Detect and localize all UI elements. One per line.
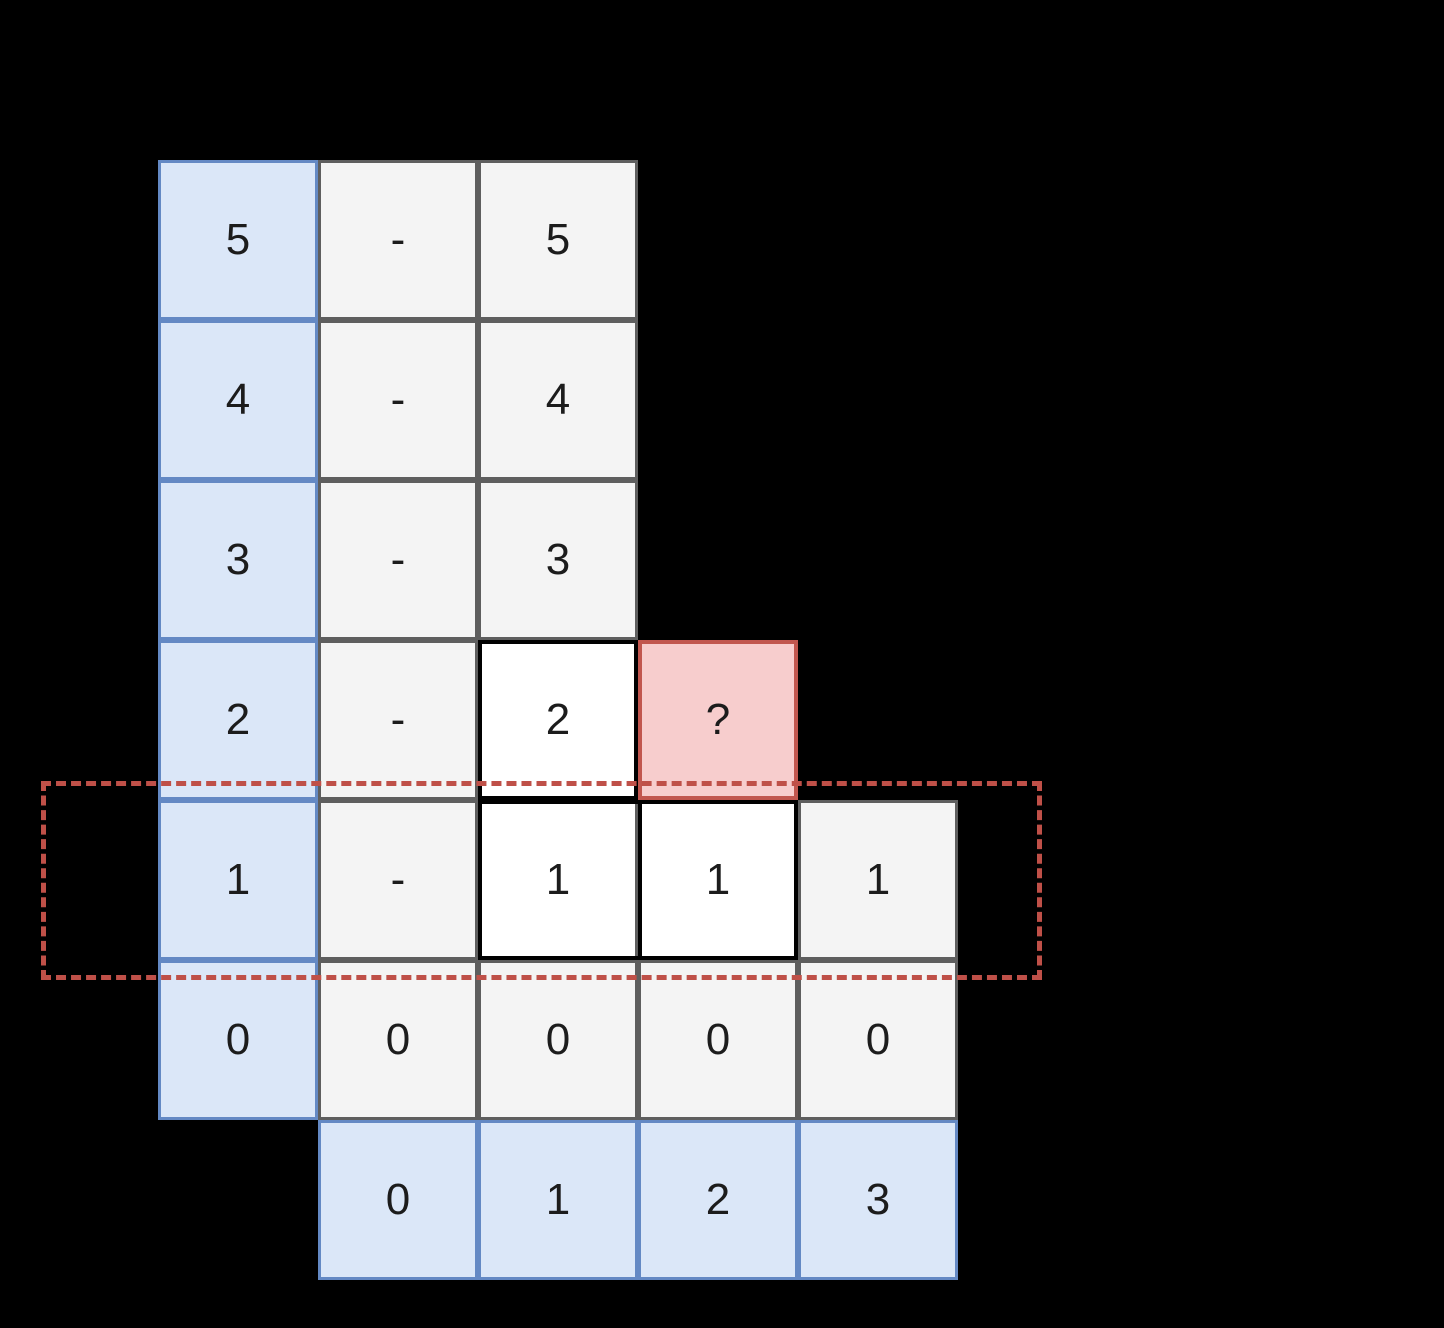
cell-value: 0 [545,1015,571,1064]
cell-value: - [390,535,406,584]
row-header-5-label: 5 [225,215,251,264]
col-header-3-label: 3 [865,1175,891,1224]
cell-value: 1 [545,855,571,904]
table-cell-r0-c3[interactable]: 0 [798,960,958,1120]
table-cell-r5-c0[interactable]: - [318,160,478,320]
col-header-0-label: 0 [385,1175,411,1224]
col-header-0[interactable]: 0 [318,1120,478,1280]
table-cell-r1-c0[interactable]: - [318,800,478,960]
row-header-3-label: 3 [225,535,251,584]
table-cell-r3-c1[interactable]: 3 [478,480,638,640]
row-header-5[interactable]: 5 [158,160,318,320]
table-cell-r2-c0[interactable]: - [318,640,478,800]
cell-value: 0 [865,1015,891,1064]
row-header-3[interactable]: 3 [158,480,318,640]
col-header-1-label: 1 [545,1175,571,1224]
cell-value: 0 [385,1015,411,1064]
row-header-4-label: 4 [225,375,251,424]
table-cell-r1-c2[interactable]: 1 [638,800,798,960]
table-cell-r1-c1[interactable]: 1 [478,800,638,960]
table-cell-r4-c0[interactable]: - [318,320,478,480]
target-cell-r2-c2[interactable]: ? [638,640,798,800]
col-header-2[interactable]: 2 [638,1120,798,1280]
row-header-2[interactable]: 2 [158,640,318,800]
table-cell-r5-c1[interactable]: 5 [478,160,638,320]
row-header-0-label: 0 [225,1015,251,1064]
col-header-1[interactable]: 1 [478,1120,638,1280]
row-header-1-label: 1 [225,855,251,904]
table-cell-r0-c1[interactable]: 0 [478,960,638,1120]
cell-value: 5 [545,215,571,264]
row-header-4[interactable]: 4 [158,320,318,480]
row-header-2-label: 2 [225,695,251,744]
table-cell-r1-c3[interactable]: 1 [798,800,958,960]
cell-value: - [390,215,406,264]
row-header-0[interactable]: 0 [158,960,318,1120]
cell-value: 2 [545,695,571,744]
cell-value: 0 [705,1015,731,1064]
cell-value: 3 [545,535,571,584]
row-header-1[interactable]: 1 [158,800,318,960]
col-header-2-label: 2 [705,1175,731,1224]
cell-value: ? [705,695,731,744]
table-cell-r4-c1[interactable]: 4 [478,320,638,480]
cell-value: 1 [705,855,731,904]
table-cell-r0-c0[interactable]: 0 [318,960,478,1120]
cell-value: - [390,855,406,904]
col-header-3[interactable]: 3 [798,1120,958,1280]
cell-value: - [390,695,406,744]
cell-value: 1 [865,855,891,904]
cell-value: - [390,375,406,424]
table-cell-r3-c0[interactable]: - [318,480,478,640]
table-cell-r0-c2[interactable]: 0 [638,960,798,1120]
cell-value: 4 [545,375,571,424]
table-cell-r2-c1[interactable]: 2 [478,640,638,800]
